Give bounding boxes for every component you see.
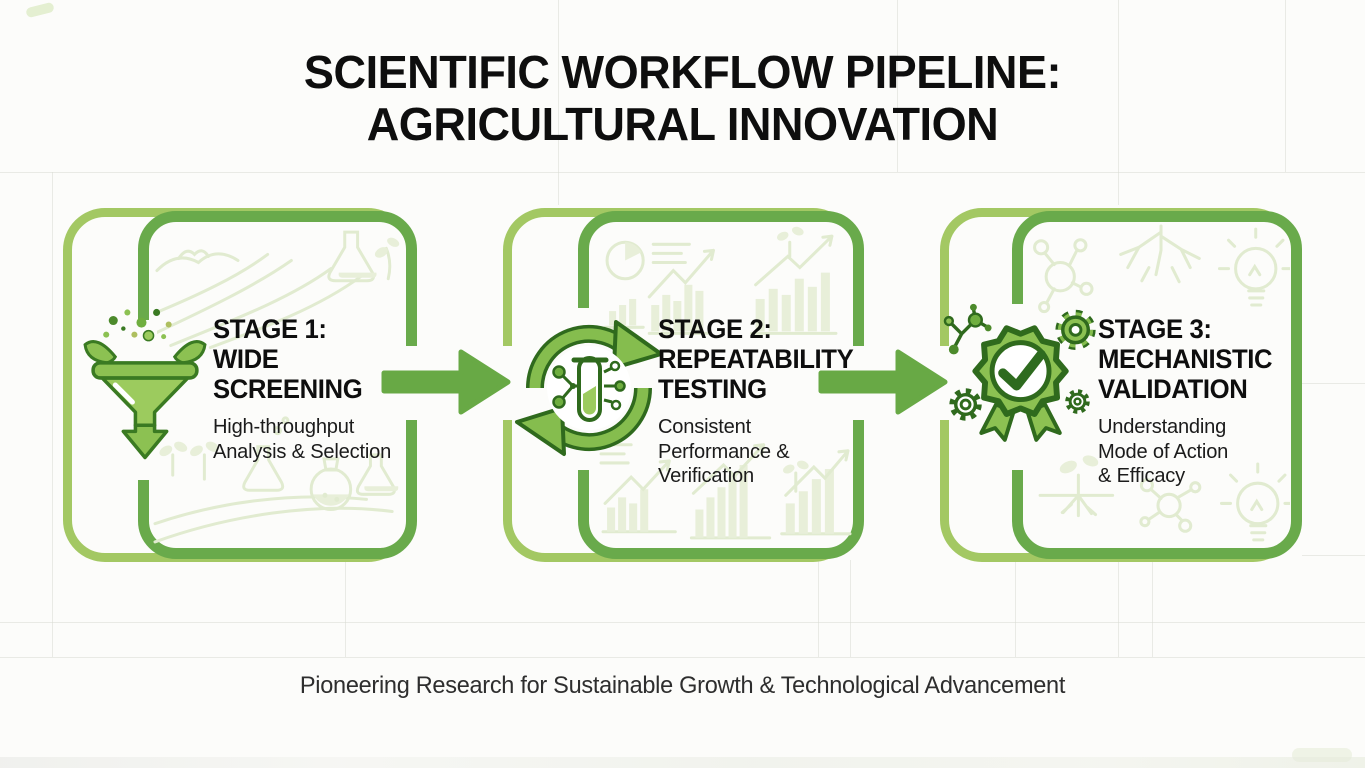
funnel-screening-icon (77, 304, 213, 468)
stage-card-1: STAGE 1: WIDE SCREENING High-throughput … (63, 208, 420, 562)
grid-line (0, 172, 1365, 173)
bottom-blur-band (0, 757, 1365, 768)
stage3-text-block: STAGE 3: MECHANISTIC VALIDATION Understa… (1098, 314, 1298, 489)
grid-line (1118, 560, 1119, 657)
grid-line (1302, 383, 1365, 384)
stage3-heading: STAGE 3: MECHANISTIC VALIDATION (1098, 314, 1273, 404)
stage1-text-block: STAGE 1: WIDE SCREENING High-throughput … (213, 314, 411, 464)
stage1-description: High-throughput Analysis & Selection (213, 415, 392, 463)
repeat-cycle-testtube-icon (513, 310, 665, 462)
chart-doodles (591, 220, 852, 550)
grid-line (1285, 0, 1286, 172)
grid-line (850, 560, 851, 657)
corner-smudge (25, 1, 55, 19)
farm-field-doodles (151, 220, 408, 550)
stage2-heading: STAGE 2: REPEATABILITY TESTING (658, 314, 854, 404)
page-title-line1: SCIENTIFIC WORKFLOW PIPELINE: (303, 46, 1062, 98)
grid-line (0, 657, 1365, 658)
verified-badge-check-icon (942, 302, 1104, 452)
grid-line (1015, 560, 1016, 657)
stage2-text-block: STAGE 2: REPEATABILITY TESTING Consisten… (658, 314, 862, 489)
page-title: SCIENTIFIC WORKFLOW PIPELINE: AGRICULTUR… (14, 46, 1352, 150)
grid-line (52, 172, 53, 657)
flow-arrow-1 (381, 349, 511, 415)
grid-line (1152, 560, 1153, 657)
stage1-heading: STAGE 1: WIDE SCREENING (213, 314, 363, 404)
science-doodles (1028, 220, 1296, 550)
grid-line (1118, 0, 1119, 205)
grid-line (345, 560, 346, 657)
grid-line (0, 622, 1365, 623)
flow-arrow-2 (818, 349, 948, 415)
stage2-description: Consistent Performance & Verification (658, 415, 790, 487)
stage-card-3: STAGE 3: MECHANISTIC VALIDATION Understa… (940, 208, 1302, 562)
grid-line (558, 0, 559, 205)
footer-tagline: Pioneering Research for Sustainable Grow… (299, 672, 1066, 699)
grid-line (897, 0, 898, 172)
stage3-description: Understanding Mode of Action & Efficacy (1098, 415, 1229, 487)
grid-line (818, 560, 819, 657)
stage-card-2: STAGE 2: REPEATABILITY TESTING Consisten… (503, 208, 864, 562)
page-title-line2: AGRICULTURAL INNOVATION (366, 98, 999, 150)
grid-line (1302, 555, 1365, 556)
